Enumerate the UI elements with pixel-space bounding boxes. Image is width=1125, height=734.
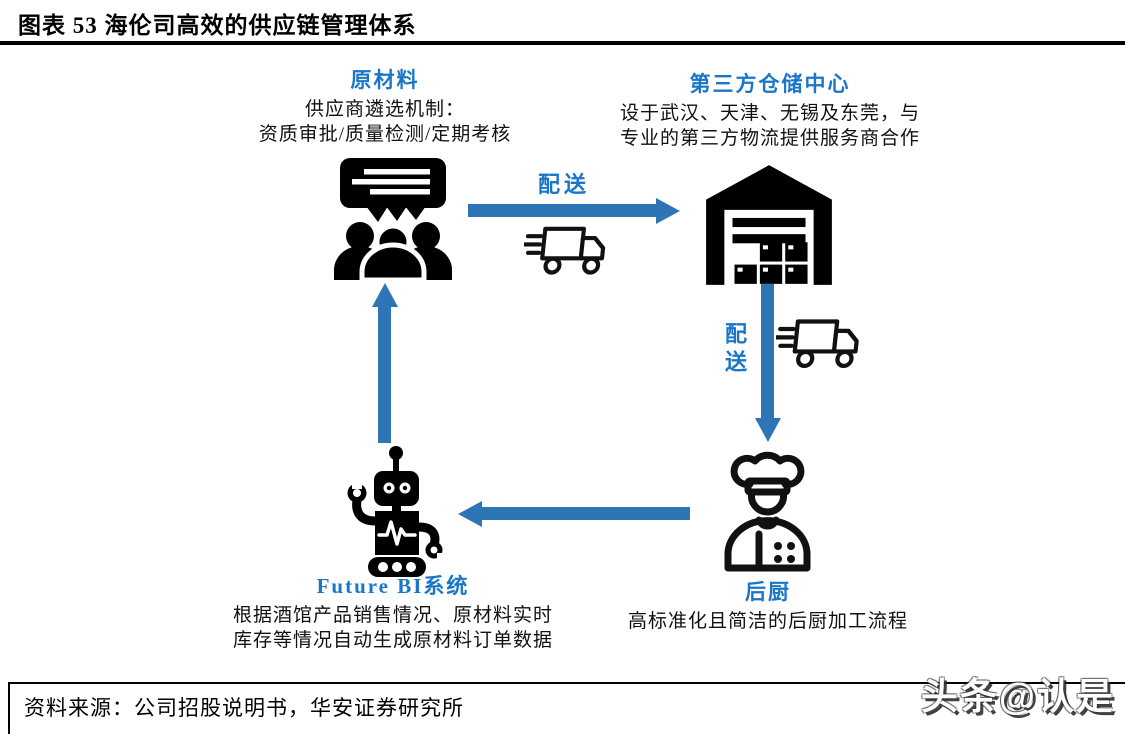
node-warehouse-line: 设于武汉、天津、无锡及东莞，与 (619, 103, 920, 124)
arrow-kitchen-to-futurebi (458, 501, 690, 527)
node-raw-materials-line: 资质审批/质量检测/定期考核 (258, 124, 512, 145)
node-kitchen-line: 高标准化且简洁的后厨加工流程 (627, 611, 908, 632)
warehouse-icon (706, 165, 832, 285)
arrow-raw-to-warehouse (468, 198, 680, 224)
node-warehouse-line: 专业的第三方物流提供服务商合作 (619, 128, 920, 149)
node-raw-materials-title: 原材料 (350, 68, 420, 92)
arrow-warehouse-to-kitchen (755, 284, 781, 442)
footer-divider (8, 682, 1125, 684)
node-future-bi-line: 根据酒馆产品销售情况、原材料实时 (232, 605, 553, 626)
robot-icon (347, 446, 446, 577)
footer-left-border (8, 682, 10, 734)
node-future-bi-title: Future BI系统 (316, 574, 470, 598)
node-warehouse: 第三方仓储中心 设于武汉、天津、无锡及东莞，与 专业的第三方物流提供服务商合作 (596, 68, 944, 151)
delivery-label-right: 配送 (722, 322, 747, 378)
node-raw-materials-line: 供应商遴选机制： (304, 99, 465, 120)
node-kitchen: 后厨 高标准化且简洁的后厨加工流程 (610, 576, 926, 634)
node-warehouse-title: 第三方仓储中心 (689, 72, 851, 96)
node-future-bi: Future BI系统 根据酒馆产品销售情况、原材料实时 库存等情况自动生成原材… (218, 570, 568, 653)
figure-title: 图表 53 海伦司高效的供应链管理体系 (18, 13, 417, 38)
node-raw-materials: 原材料 供应商遴选机制： 资质审批/质量检测/定期考核 (230, 64, 540, 147)
node-future-bi-line: 库存等情况自动生成原材料订单数据 (232, 630, 553, 651)
watermark: 头条@认是 (920, 676, 1115, 717)
node-kitchen-title: 后厨 (745, 580, 791, 604)
delivery-label-top: 配送 (538, 172, 591, 197)
chef-icon (724, 451, 811, 572)
people-speech-bubble-icon (334, 158, 452, 283)
delivery-truck-icon (776, 319, 859, 369)
arrow-futurebi-to-raw (372, 283, 398, 443)
title-divider (0, 41, 1125, 45)
source-note: 资料来源：公司招股说明书，华安证券研究所 (24, 696, 464, 720)
delivery-truck-icon (524, 226, 606, 275)
